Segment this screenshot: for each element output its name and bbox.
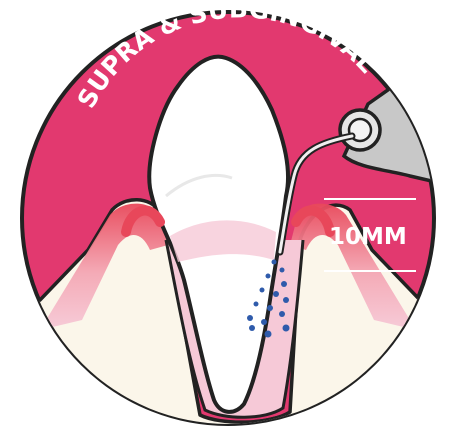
- measurement-label: 10MM: [329, 224, 407, 250]
